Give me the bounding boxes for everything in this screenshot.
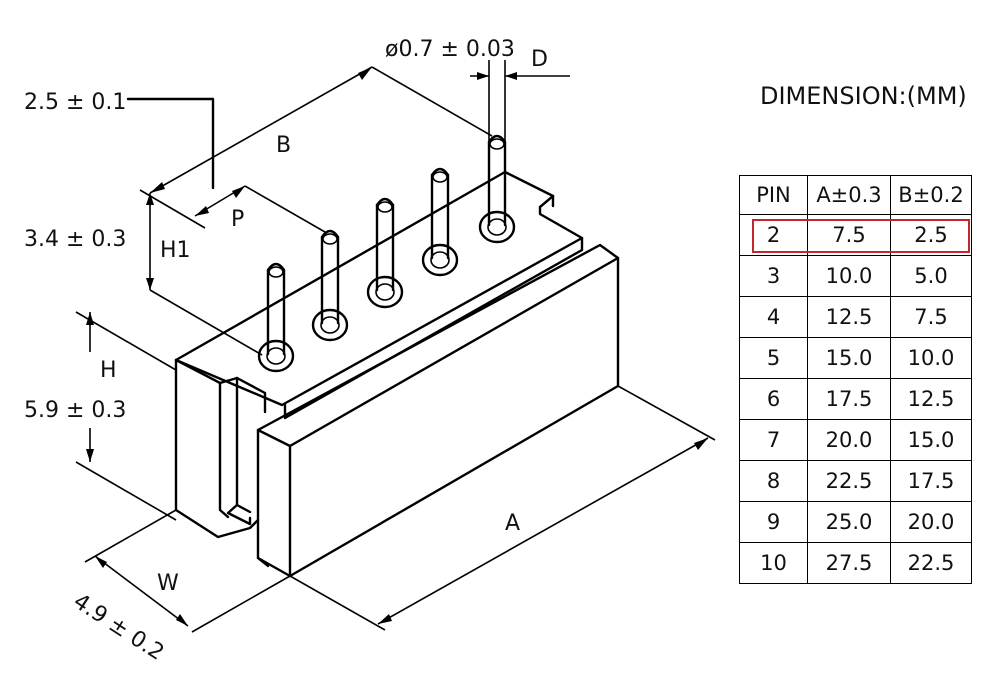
cell-b: 12.5 [890,378,972,420]
cell-a: 10.0 [807,255,891,297]
cell-pin: 2 [739,214,808,256]
cell-b: 5.0 [890,255,972,297]
pin-1 [257,262,295,373]
h1-dimension-label: 3.4 ± 0.3 [24,227,126,252]
pins [257,60,516,373]
cell-a: 20.0 [807,419,891,461]
cell-b: 17.5 [890,460,972,502]
cell-pin: 7 [739,419,808,461]
pin-3 [366,197,404,309]
d-label: D [531,47,548,72]
cell-b: 2.5 [890,214,972,256]
pin-4 [421,167,459,277]
cell-a: 7.5 [807,214,891,256]
col-header-a: A±0.3 [807,175,891,215]
cell-pin: 8 [739,460,808,502]
cell-a: 22.5 [807,460,891,502]
cell-pin: 4 [739,296,808,338]
pitch-dimension-label: 2.5 ± 0.1 [24,90,126,115]
cell-b: 20.0 [890,501,972,543]
w-label: W [157,571,179,596]
col-header-pin: PIN [739,175,808,215]
b-label: B [276,133,291,158]
cell-b: 15.0 [890,419,972,461]
table-header-row: PIN A±0.3 B±0.2 [739,175,972,215]
cell-a: 25.0 [807,501,891,543]
pin-diameter-label: ø0.7 ± 0.03 [385,37,515,62]
cell-pin: 10 [739,542,808,584]
cell-a: 27.5 [807,542,891,584]
h-label: H [100,358,117,383]
cell-pin: 5 [739,337,808,379]
cell-b: 10.0 [890,337,972,379]
cell-pin: 3 [739,255,808,297]
p-label: P [231,207,244,232]
cell-pin: 6 [739,378,808,420]
cell-a: 17.5 [807,378,891,420]
cell-a: 12.5 [807,296,891,338]
h1-label: H1 [160,238,191,263]
cell-a: 15.0 [807,337,891,379]
cell-b: 22.5 [890,542,972,584]
cell-b: 7.5 [890,296,972,338]
connector-drawing: ø0.7 ± 0.03 D B P 2.5 ± 0.1 3.4 ± 0.3 H1… [24,37,716,666]
a-label: A [505,511,520,536]
table-title: DIMENSION:(MM) [760,82,967,110]
pin-5 [478,60,516,244]
pin-2 [311,229,349,342]
housing-outline [174,170,620,578]
h-dimension-label: 5.9 ± 0.3 [24,398,126,423]
dimension-lines [75,66,716,633]
col-header-b: B±0.2 [890,175,972,215]
cell-pin: 9 [739,501,808,543]
